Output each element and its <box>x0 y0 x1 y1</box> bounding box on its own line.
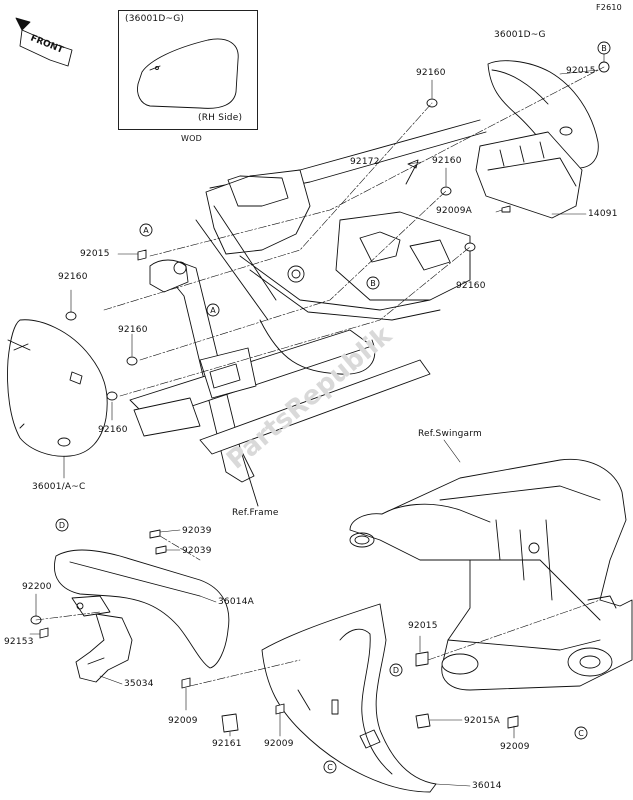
part-92161-label: 92161 <box>212 739 242 749</box>
inset-part-label: (36001D~G) <box>125 14 185 24</box>
callout-d-low-letter: D <box>393 666 399 675</box>
part-92039-a-label: 92039 <box>182 526 212 536</box>
part-92015-low-label: 92015 <box>408 621 438 631</box>
inset-side-label: (RH Side) <box>198 113 243 123</box>
lower-chain-guard-36014 <box>261 603 437 793</box>
part-92015-left-label: 92015 <box>80 249 110 259</box>
ref-frame-label: Ref.Frame <box>232 508 279 518</box>
main-frame <box>129 119 487 507</box>
callout-a-frame <box>206 303 220 317</box>
part-36014A-label: 36014A <box>218 597 254 607</box>
figure-code: F2610 <box>596 3 622 12</box>
callout-d-guard <box>55 518 69 532</box>
bolt-92009-r <box>507 715 519 729</box>
inset-side-cover-drawing <box>137 38 239 109</box>
part-92160-mid-label: 92160 <box>432 156 462 166</box>
part-92160-left-label: 92160 <box>58 272 88 282</box>
swingarm <box>349 458 633 691</box>
clip-92161 <box>221 713 239 733</box>
leader-lines <box>29 49 605 787</box>
bracket-14091 <box>475 131 583 219</box>
part-92160-right-label: 92160 <box>456 281 486 291</box>
part-92015A-label: 92015A <box>464 716 500 726</box>
ref-swingarm-label: Ref.Swingarm <box>418 429 482 439</box>
part-92160-l2-label: 92160 <box>118 325 148 335</box>
callout-b-top-letter: B <box>601 44 607 53</box>
washer-92160-l3 <box>106 391 118 401</box>
washer-92160-left <box>65 311 77 321</box>
inset-rh-side-box <box>118 10 258 130</box>
callout-b-frame <box>366 276 380 290</box>
callout-d-low <box>389 663 403 677</box>
part-36014-label: 36014 <box>472 781 502 791</box>
inset-note-label: WOD <box>181 134 202 143</box>
callout-circles <box>55 41 611 774</box>
part-92009-m-label: 92009 <box>264 739 294 749</box>
callout-b-top <box>597 41 611 55</box>
callout-b-frame-letter: B <box>370 279 376 288</box>
chain-guard-36014A <box>54 549 230 669</box>
part-36001D-label: 36001D~G <box>494 30 546 40</box>
bracket-35034 <box>75 613 133 683</box>
collar-92015-low <box>415 651 429 667</box>
grommet-92015A <box>415 713 431 729</box>
screw-92039-a <box>149 529 161 539</box>
part-92009A-label: 92009A <box>436 206 472 216</box>
part-92160-top-label: 92160 <box>416 68 446 78</box>
front-direction-badge <box>15 17 73 67</box>
callout-d-guard-letter: D <box>59 521 65 530</box>
callout-a-top-letter: A <box>143 226 149 235</box>
callout-c-swingarm <box>574 726 588 740</box>
part-92015-top-label: 92015 <box>566 66 596 76</box>
callout-c-swingarm-letter: C <box>578 729 584 738</box>
part-92039-b-label: 92039 <box>182 546 212 556</box>
left-side-cover-36001A <box>7 319 108 457</box>
washer-92160-l2 <box>126 356 138 366</box>
part-92172-label: 92172 <box>350 157 380 167</box>
part-92009-r-label: 92009 <box>500 742 530 752</box>
screw-92039-b <box>155 545 167 555</box>
part-36001A-label: 36001/A~C <box>32 482 86 492</box>
washer-92160-mid <box>440 186 452 196</box>
part-35034-label: 35034 <box>124 679 154 689</box>
part-92200-label: 92200 <box>22 582 52 592</box>
callout-c-guard <box>323 760 337 774</box>
part-92153-label: 92153 <box>4 637 34 647</box>
bolt-92009-l <box>181 677 191 689</box>
part-92009-l-label: 92009 <box>168 716 198 726</box>
bolt-92153 <box>39 627 49 639</box>
callout-a-top <box>139 223 153 237</box>
part-14091-label: 14091 <box>588 209 618 219</box>
callout-a-frame-letter: A <box>210 306 216 315</box>
callout-c-guard-letter: C <box>327 763 333 772</box>
collar-92015-left <box>137 249 147 261</box>
bolt-92009-m <box>275 703 285 715</box>
screw-92009A <box>501 205 511 213</box>
part-92160-l3-label: 92160 <box>98 425 128 435</box>
